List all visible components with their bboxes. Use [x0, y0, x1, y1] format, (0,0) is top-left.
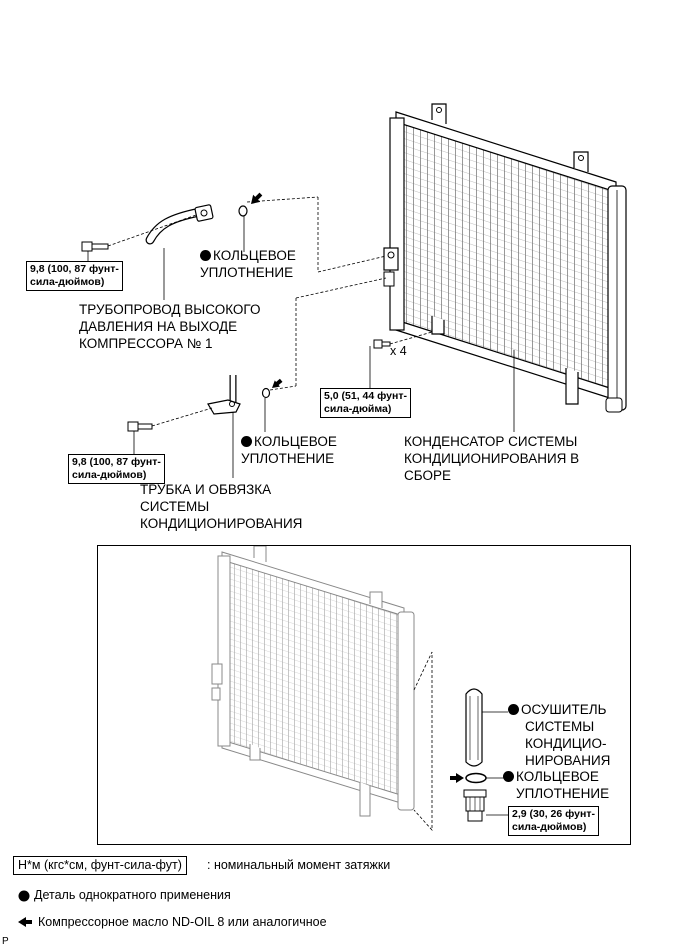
label-quantity: x 4 — [390, 344, 407, 358]
dashed-connectors — [107, 196, 433, 427]
non-reusable-dot-icon — [200, 250, 211, 261]
oil-arrow-2 — [272, 378, 283, 388]
torque-box-1: 9,8 (100, 87 фунт-сила-дюймов) — [26, 261, 123, 291]
non-reusable-dot-icon — [508, 704, 519, 715]
condenser-drawing — [383, 103, 627, 413]
label-o-ring-1: КОЛЬЦЕВОЕ УПЛОТНЕНИЕ — [200, 248, 296, 280]
bolt-1 — [81, 241, 109, 252]
torque-box-2: 5,0 (51, 44 фунт-сила-дюйма) — [320, 388, 411, 418]
o-ring-1 — [238, 205, 248, 217]
legend-oil-arrow-icon — [18, 917, 32, 927]
label-o-ring-2: КОЛЬЦЕВОЕ УПЛОТНЕНИЕ — [241, 434, 337, 466]
label-dryer: ОСУШИТЕЛЬ СИСТЕМЫ КОНДИЦИО- НИРОВАНИЯ — [508, 701, 610, 769]
plug-drawing — [463, 789, 487, 822]
non-reusable-dot-icon — [503, 771, 514, 782]
label-o-ring-3: КОЛЬЦЕВОЕ УПЛОТНЕНИЕ — [503, 768, 609, 802]
leader-lines — [87, 216, 515, 478]
torque-box-3: 9,8 (100, 87 фунт-сила-дюймов) — [68, 454, 165, 484]
bolt-2 — [127, 421, 153, 432]
inset-frame — [97, 545, 631, 845]
legend-unit-box: Н*м (кгс*см, фунт-сила-фут) — [13, 856, 187, 875]
torque-box-4: 2,9 (30, 26 фунт-сила-дюймов) — [508, 806, 599, 836]
inset-condenser-drawing — [211, 545, 415, 817]
legend-non-reusable: Деталь однократного применения — [34, 888, 231, 902]
discharge-tube-drawing — [145, 204, 214, 245]
inset-leader-lines — [482, 711, 508, 816]
legend-oil: Компрессорное масло ND-OIL 8 или аналоги… — [38, 915, 327, 929]
figure-code: P — [2, 936, 9, 947]
oil-arrow-1 — [251, 192, 263, 204]
non-reusable-dot-icon — [241, 436, 252, 447]
inset-dashed-guide — [413, 651, 433, 832]
pipe-assy-drawing — [207, 375, 241, 415]
legend-unit-desc: : номинальный момент затяжки — [207, 858, 391, 872]
o-ring-2 — [261, 387, 271, 399]
legend-non-reusable-icon — [18, 890, 30, 902]
dryer-drawing — [465, 688, 483, 767]
oil-arrow-3 — [450, 773, 464, 783]
bolt-x4 — [373, 339, 391, 349]
